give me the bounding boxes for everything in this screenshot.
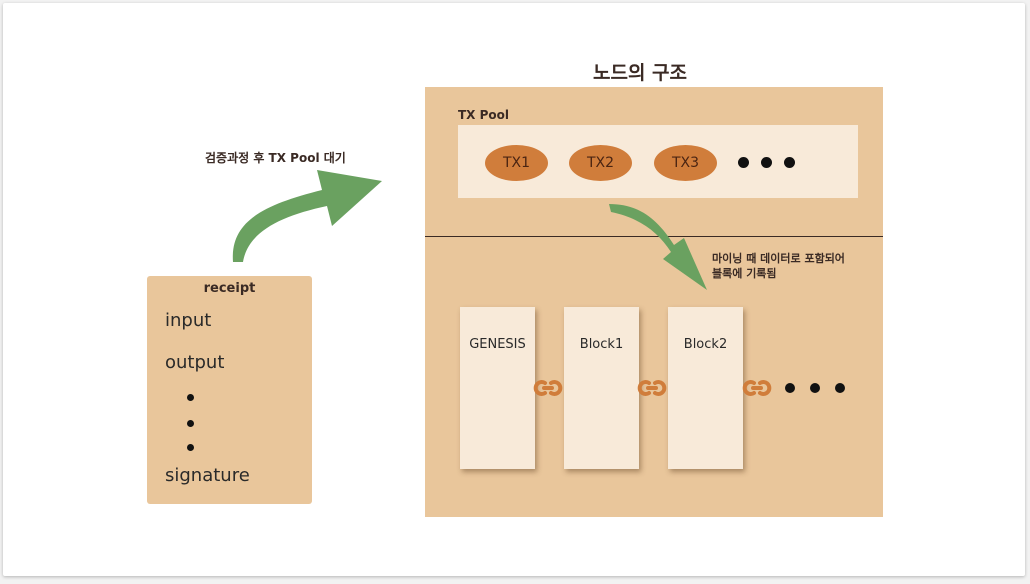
block-label: Block2 <box>683 337 728 352</box>
node-structure-box: TX Pool TX1 TX2 TX3 GENESIS Block1 Block… <box>425 87 883 517</box>
curved-arrow <box>232 170 382 262</box>
ellipsis-dot <box>785 383 795 393</box>
block-2: Block2 <box>668 307 743 469</box>
receipt-item-output: output <box>165 352 225 373</box>
block-label: Block1 <box>579 337 624 352</box>
curved-arrow <box>609 204 707 290</box>
ellipsis-dot <box>187 444 194 451</box>
ellipsis-dot <box>810 383 820 393</box>
section-divider <box>425 236 883 237</box>
diagram-title: 노드의 구조 <box>592 62 687 84</box>
ellipsis-dot <box>187 394 194 401</box>
tx-item: TX2 <box>569 145 632 181</box>
chain-link-icon <box>637 380 667 396</box>
receipt-item-input: input <box>165 310 212 331</box>
verify-note: 검증과정 후 TX Pool 대기 <box>205 151 346 165</box>
ellipsis-dot <box>738 157 749 168</box>
ellipsis-dot <box>187 420 194 427</box>
block-label: GENESIS <box>469 337 526 352</box>
ellipsis-dot <box>761 157 772 168</box>
tx-item: TX1 <box>485 145 548 181</box>
chain-link-icon <box>533 380 563 396</box>
mining-note-line: 마이닝 때 데이터로 포함되어 <box>712 252 845 265</box>
mining-note-line: 블록에 기록됨 <box>712 267 777 280</box>
receipt-item-signature: signature <box>165 465 250 486</box>
receipt-box: receipt input output signature <box>147 276 312 504</box>
block-genesis: GENESIS <box>460 307 535 469</box>
ellipsis-dot <box>784 157 795 168</box>
tx-pool-box: TX1 TX2 TX3 <box>458 125 858 198</box>
mining-note: 마이닝 때 데이터로 포함되어 블록에 기록됨 <box>712 251 845 281</box>
block-1: Block1 <box>564 307 639 469</box>
receipt-title: receipt <box>203 281 256 296</box>
chain-link-icon <box>742 380 772 396</box>
tx-item: TX3 <box>654 145 717 181</box>
tx-pool-label: TX Pool <box>458 108 510 122</box>
ellipsis-dot <box>835 383 845 393</box>
